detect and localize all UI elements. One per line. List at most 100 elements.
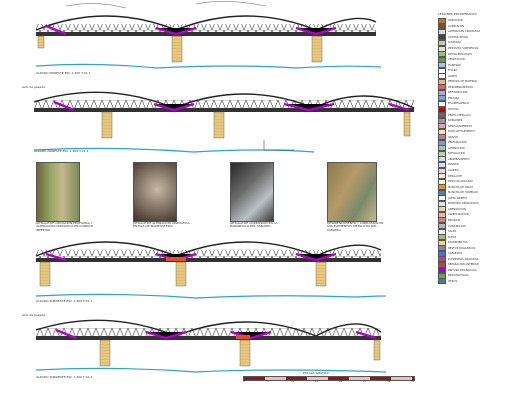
legend-item: ALTERACION CROMATICA — [438, 28, 518, 35]
legend-item: GRAFITI — [438, 134, 518, 141]
legend-label: ALVEOLIZACION — [448, 213, 469, 217]
legend-item: REPARACION ANTERIOR — [438, 261, 518, 268]
side-label-2: lado de pesada — [22, 313, 45, 317]
legend-item: EXFOLIACION — [438, 150, 518, 157]
legend-item: CABLEADO — [438, 250, 518, 257]
legend-swatch — [438, 211, 446, 218]
legend-swatch — [438, 62, 446, 69]
legend-label: VEGETACION — [448, 58, 465, 62]
legend-label: DESCONCHADO — [448, 274, 469, 278]
legend-item: FISURA — [438, 67, 518, 74]
legend-item: RESTOS ORGANICOS — [438, 245, 518, 252]
legend-swatch — [438, 34, 446, 41]
legend-item: ABOMBAMIENTO — [438, 156, 518, 163]
photo-3 — [230, 162, 274, 222]
legend-label: FALTA DE ELEMENTO — [448, 130, 475, 134]
side-label-1: lado de pesada — [22, 85, 45, 89]
legend-label: JUNTA ABIERTA — [448, 196, 468, 200]
legend-swatch — [438, 73, 446, 80]
legend-swatch — [438, 239, 446, 246]
legend-swatch — [438, 156, 446, 163]
legend-label: GRAFITI — [448, 135, 459, 139]
legend-label: ALABEO — [448, 169, 459, 173]
photo-3-caption: DETALLE DE CORROSION EN LA BARANDILLA DE… — [230, 221, 278, 229]
legend-label: DESPLAZAMIENTO — [448, 124, 472, 128]
legend-item: PERDIDA DE MATERIAL — [438, 78, 518, 85]
legend-item: PATINA BIOLOGICA — [438, 51, 518, 58]
legend-item: EXCREMENTOS — [438, 239, 518, 246]
legend-title: LESIONES ENCONTRADAS — [438, 12, 477, 16]
elevation-2 — [33, 91, 415, 153]
legend-label: PANDEO — [448, 163, 459, 167]
legend-item: DESPRENDIMIENTO — [438, 84, 518, 91]
legend-item: GRIETA — [438, 73, 518, 80]
elevation-1-label: ALZADO NORESTE ESC 1:300 T-01 1 — [36, 71, 90, 75]
legend-swatch — [438, 189, 446, 196]
legend-item: PANDEO — [438, 162, 518, 168]
legend-swatch — [438, 112, 446, 119]
legend-swatch — [438, 173, 446, 180]
scale-tick-label: 15 — [315, 380, 319, 383]
legend-swatch — [438, 95, 446, 102]
scale-tick-label: 5 — [267, 380, 269, 383]
legend-item: DESCASCARILLADO — [438, 178, 518, 185]
legend-swatch — [438, 128, 446, 135]
legend-item: PERFORACION — [438, 139, 518, 146]
legend-label: ABOMBAMIENTO — [448, 157, 470, 161]
elevation-4 — [35, 319, 387, 373]
legend-swatch — [438, 228, 446, 235]
legend-swatch — [438, 17, 446, 24]
legend-label: EFLORESCENCIA — [448, 102, 470, 106]
legend-item: HUMEDAD — [438, 62, 518, 69]
legend-swatch — [438, 178, 446, 185]
legend-item: PINTURA — [438, 95, 518, 102]
legend-swatch — [438, 89, 446, 96]
photo-4-caption: DESPRENDIMIENTO Y CORROSION EN LOS ELEME… — [327, 221, 384, 232]
legend-swatch — [438, 45, 446, 52]
scale-tick-label: 25 — [363, 380, 367, 383]
legend-item: DESPLAZAMIENTO — [438, 123, 518, 130]
legend-label: PATINA BIOLOGICA — [448, 52, 473, 56]
legend-label: ELEMENTOS AÑADIDOS — [448, 257, 479, 261]
legend-item: DEPOSITO SUPERFICIAL — [438, 45, 518, 52]
legend-item: OTROS — [438, 278, 518, 285]
legend-item: ROBLONES — [438, 117, 518, 124]
legend-swatch — [438, 256, 446, 263]
legend-swatch — [438, 51, 446, 58]
elevation-4-label: ALZADO SUROESTE ESC 1:300 T-01 2 — [36, 375, 92, 379]
legend-item: COSTRA NEGRA — [438, 34, 518, 41]
legend-swatch — [438, 67, 446, 74]
legend-label: HUMEDAD — [448, 63, 462, 67]
legend-item: ROTURA — [438, 106, 518, 113]
legend-label: OTROS — [448, 279, 458, 283]
photo-2 — [133, 162, 177, 222]
legend-label: OXIDACION — [448, 19, 463, 23]
legend-label: ALTERACION CROMATICA — [448, 30, 481, 34]
legend-label: RESTOS ORGANICOS — [448, 246, 476, 250]
legend-item: CORROSION — [438, 23, 518, 30]
legend-label: CONCRECION — [448, 224, 466, 228]
legend-label: DESPRENDIMIENTO — [448, 85, 474, 89]
legend-label: REPARACION ANTERIOR — [448, 263, 479, 267]
legend-item: DESGASTE — [438, 173, 518, 180]
legend-swatch — [438, 261, 446, 268]
legend-label: ARENIZACION — [448, 207, 466, 211]
legend-label: LAMINACION — [448, 146, 465, 150]
legend-swatch — [438, 167, 446, 174]
legend-label: MANCHA DE HUMEDAD — [448, 191, 479, 195]
legend-swatch — [438, 267, 446, 274]
legend-swatch — [438, 23, 446, 30]
legend-swatch — [438, 272, 446, 279]
legend-item: PINTURA DEGRADADA — [438, 267, 518, 274]
legend-swatch — [438, 200, 446, 207]
legend-item: FALTA DE ELEMENTO — [438, 128, 518, 135]
legend-swatch — [438, 184, 446, 191]
legend-item: MORTERO DEGRADADO — [438, 200, 518, 207]
legend-item: CONCRECION — [438, 223, 518, 230]
photo-1 — [36, 162, 80, 222]
